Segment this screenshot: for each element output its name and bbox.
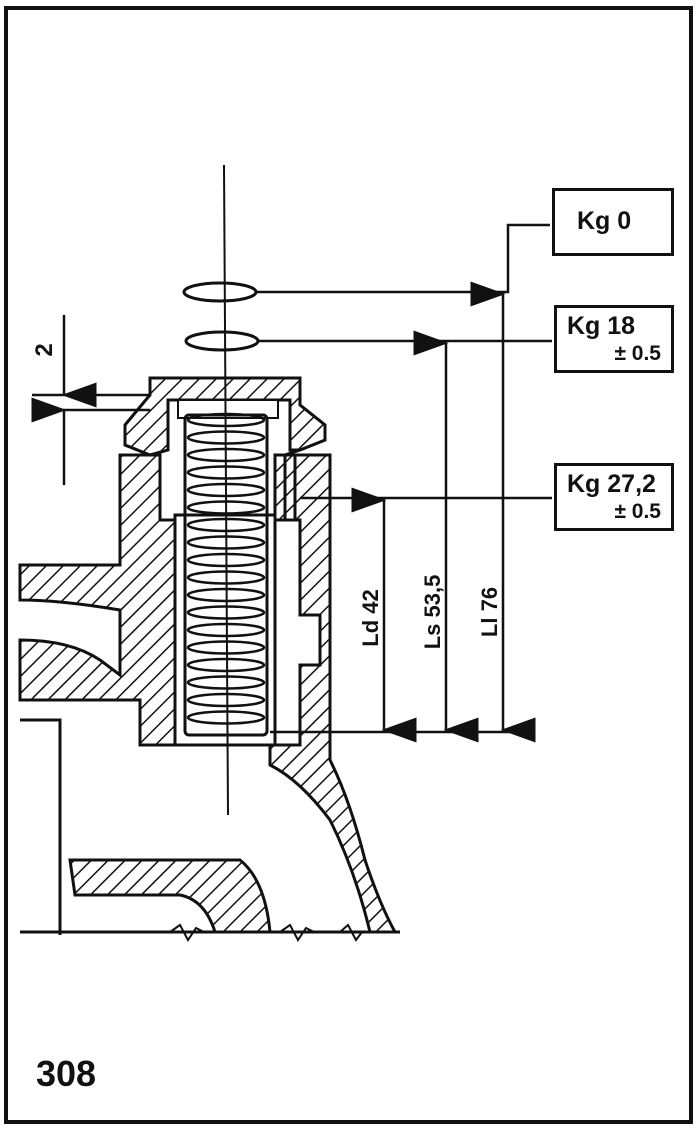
length-label-ld: Ld 42 xyxy=(358,589,383,646)
length-label-ls: Ls 53,5 xyxy=(420,575,445,650)
spring-coil xyxy=(186,675,266,690)
load-tag-27-tolerance: ± 0.5 xyxy=(614,500,661,523)
spring-free-ends xyxy=(182,281,260,352)
gap-label: 2 xyxy=(31,343,58,356)
load-tag-18-value: Kg 18 xyxy=(567,312,636,340)
spring-coil xyxy=(186,657,266,673)
spring-coil xyxy=(186,692,266,708)
load-tag-18: Kg 18 ± 0.5 xyxy=(554,305,674,373)
spring-coil xyxy=(186,710,266,725)
centre-axis xyxy=(223,164,229,816)
gap-dimension xyxy=(31,315,150,485)
load-tag-27-value: Kg 27,2 xyxy=(567,470,656,498)
load-tag-0: Kg 0 xyxy=(552,188,674,256)
load-tag-0-value: Kg 0 xyxy=(577,207,632,235)
load-tag-27: Kg 27,2 ± 0.5 xyxy=(554,463,674,531)
break-line xyxy=(169,923,363,942)
inner-spring-sleeve xyxy=(173,513,277,747)
length-label-ll: Ll 76 xyxy=(477,587,502,637)
border xyxy=(4,6,693,1124)
load-tag-18-tolerance: ± 0.5 xyxy=(614,342,661,365)
figure-number: 308 xyxy=(36,1053,97,1094)
length-dimensions xyxy=(351,281,536,743)
